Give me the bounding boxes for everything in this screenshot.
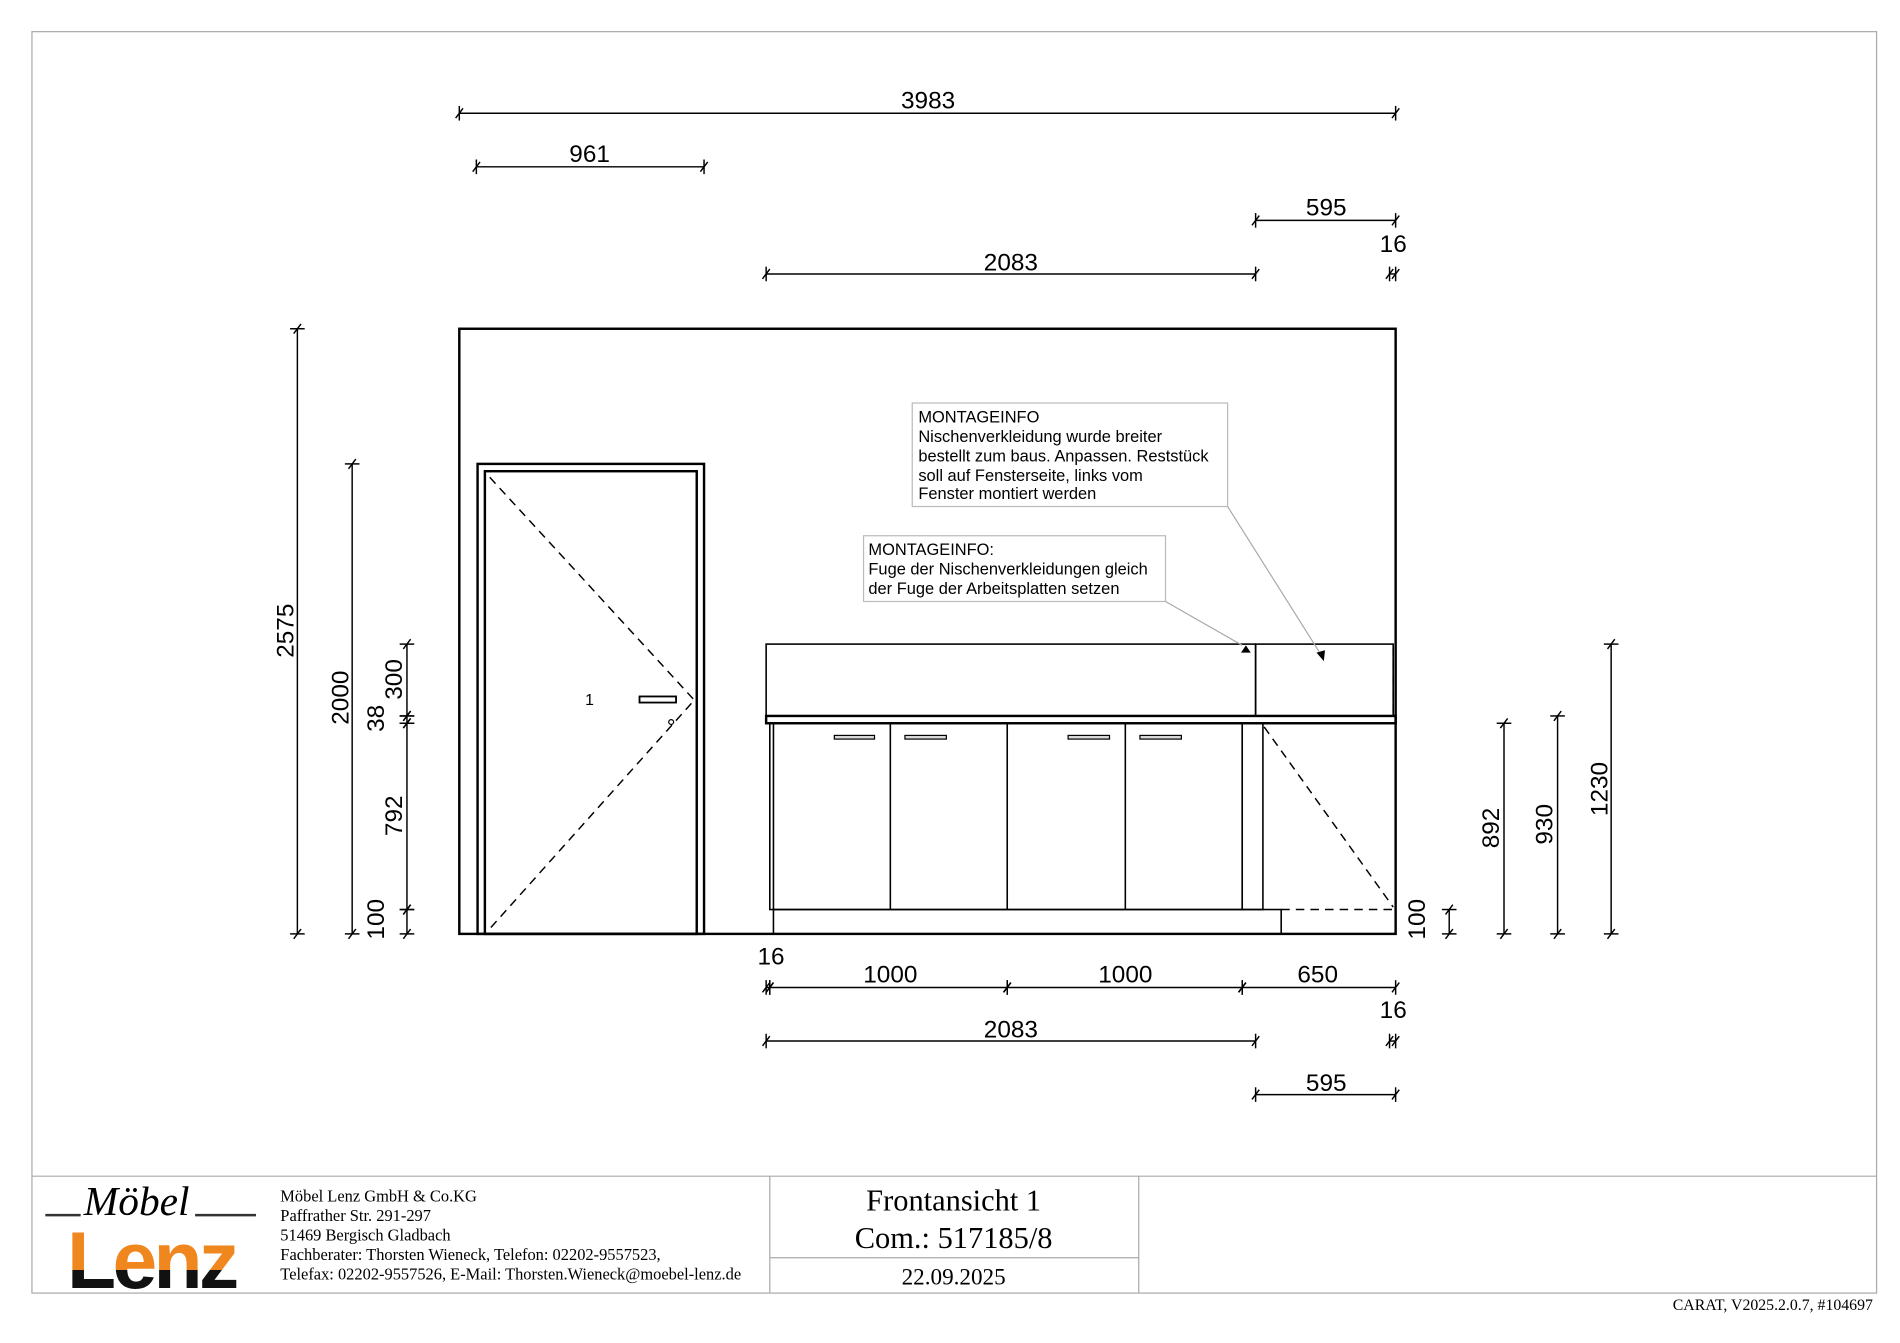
dim-38: 38: [363, 705, 390, 732]
dimension-slash: [402, 904, 412, 915]
dimension-slash: [1251, 215, 1260, 226]
dimension-slash: [1391, 268, 1400, 280]
svg-text:Telefax: 02202-9557526, E-Mail: Telefax: 02202-9557526, E-Mail: Thorsten…: [280, 1265, 741, 1284]
dim-892: 892: [1478, 808, 1505, 849]
software-version: CARAT, V2025.2.0.7, #104697: [1673, 1297, 1873, 1314]
dimension-slash: [455, 107, 464, 119]
cabinet-handles: [833, 734, 1182, 740]
dimension-slash: [765, 982, 775, 993]
dim-2575: 2575: [273, 604, 300, 658]
company-logo: Möbel Lenz: [45, 1178, 256, 1306]
dimension-slash: [761, 1035, 771, 1047]
dimension-slash: [293, 928, 302, 940]
dimension-slash: [472, 161, 481, 173]
dimension-slash: [1444, 928, 1454, 940]
dim-1000-b: 1000: [1098, 962, 1152, 989]
svg-text:MONTAGEINFO:Fuge der Nischenve: MONTAGEINFO:Fuge der Nischenverkleidunge…: [868, 541, 1147, 598]
svg-text:Paffrather Str. 291-297: Paffrather Str. 291-297: [280, 1206, 431, 1225]
dimension-slash: [1251, 268, 1260, 280]
dimension-slash: [402, 717, 412, 729]
dim-650: 650: [1297, 962, 1338, 989]
dim-16-bottom-left: 16: [757, 943, 784, 970]
worktop[interactable]: [764, 714, 1397, 725]
dimension-slash: [1391, 107, 1400, 119]
dimension-slash: [1391, 982, 1400, 993]
dimension-slash: [1391, 1089, 1400, 1100]
dim-100-right: 100: [1404, 899, 1431, 940]
sheet-border: [31, 31, 1878, 1294]
dimension-slash: [1385, 1035, 1394, 1047]
dim-16-bottom-right: 16: [1380, 997, 1407, 1024]
dimension-slash: [761, 268, 771, 280]
dim-595-bottom: 595: [1306, 1070, 1347, 1097]
svg-text:Möbel Lenz GmbH & Co.KG: Möbel Lenz GmbH & Co.KG: [280, 1187, 477, 1206]
dimension-slash: [1499, 928, 1509, 940]
dim-930: 930: [1532, 804, 1559, 845]
drawing-title: Frontansicht 1: [866, 1183, 1041, 1217]
dim-961: 961: [569, 141, 610, 168]
dimension-slash: [293, 323, 302, 335]
dimension-slash: [1391, 215, 1400, 226]
dimension-slash: [1391, 1035, 1400, 1047]
dimension-slash: [347, 458, 357, 470]
door-handle: [638, 695, 677, 704]
dim-1230: 1230: [1586, 762, 1613, 816]
dim-595-top: 595: [1306, 195, 1347, 222]
door-lock: [668, 718, 675, 726]
niche-panel[interactable]: [765, 643, 1394, 717]
svg-text:Möbel: Möbel: [83, 1178, 190, 1224]
base-cabinets[interactable]: [769, 722, 1394, 935]
door[interactable]: 1: [476, 462, 706, 936]
dimension-slash: [699, 161, 709, 173]
dimension-slash: [1606, 638, 1616, 650]
dim-792: 792: [381, 795, 408, 836]
dim-16-top: 16: [1380, 231, 1407, 258]
dimension-slash: [1444, 904, 1454, 915]
dimension-slash: [402, 710, 412, 722]
svg-text:51469 Bergisch Gladbach: 51469 Bergisch Gladbach: [280, 1226, 450, 1245]
commission-number: Com.: 517185/8: [855, 1221, 1053, 1255]
dimension-slash: [1606, 928, 1616, 940]
dimension-labels: 3983 961 595 16 2083 2575 2000 300 38 79…: [273, 87, 1614, 1097]
dimension-slash: [1553, 710, 1562, 722]
dim-2083-bottom: 2083: [984, 1016, 1038, 1043]
dimension-slash: [402, 638, 412, 650]
company-info: Möbel Lenz GmbH & Co.KG Paffrather Str. …: [280, 1187, 741, 1284]
dimension-slash: [1237, 982, 1247, 993]
drawing-date: 22.09.2025: [902, 1265, 1006, 1291]
dimension-slash: [1499, 717, 1509, 729]
door-label: 1: [585, 692, 594, 709]
callout-montageinfo-2: MONTAGEINFO:Fuge der Nischenverkleidunge…: [862, 535, 1251, 653]
dim-1000-a: 1000: [863, 962, 917, 989]
dimension-slash: [1251, 1035, 1260, 1047]
dimension-slash: [1251, 1089, 1260, 1100]
dimension-slash: [347, 928, 357, 940]
dimension-lines: [290, 105, 1619, 1102]
svg-text:Lenz: Lenz: [67, 1216, 237, 1306]
dimension-slash: [761, 982, 771, 993]
dim-2000: 2000: [328, 671, 355, 725]
dimension-slash: [1553, 928, 1562, 940]
plinth: [772, 908, 1282, 935]
dim-2083-top: 2083: [984, 249, 1038, 276]
dimension-slash: [1002, 982, 1012, 993]
dimension-slash: [1385, 268, 1394, 280]
dim-300: 300: [381, 659, 408, 700]
svg-text:Fachberater: Thorsten Wieneck,: Fachberater: Thorsten Wieneck, Telefon: …: [280, 1245, 660, 1264]
dim-100-left: 100: [363, 899, 390, 940]
dimension-slash: [402, 928, 412, 940]
dim-3983: 3983: [901, 87, 955, 114]
